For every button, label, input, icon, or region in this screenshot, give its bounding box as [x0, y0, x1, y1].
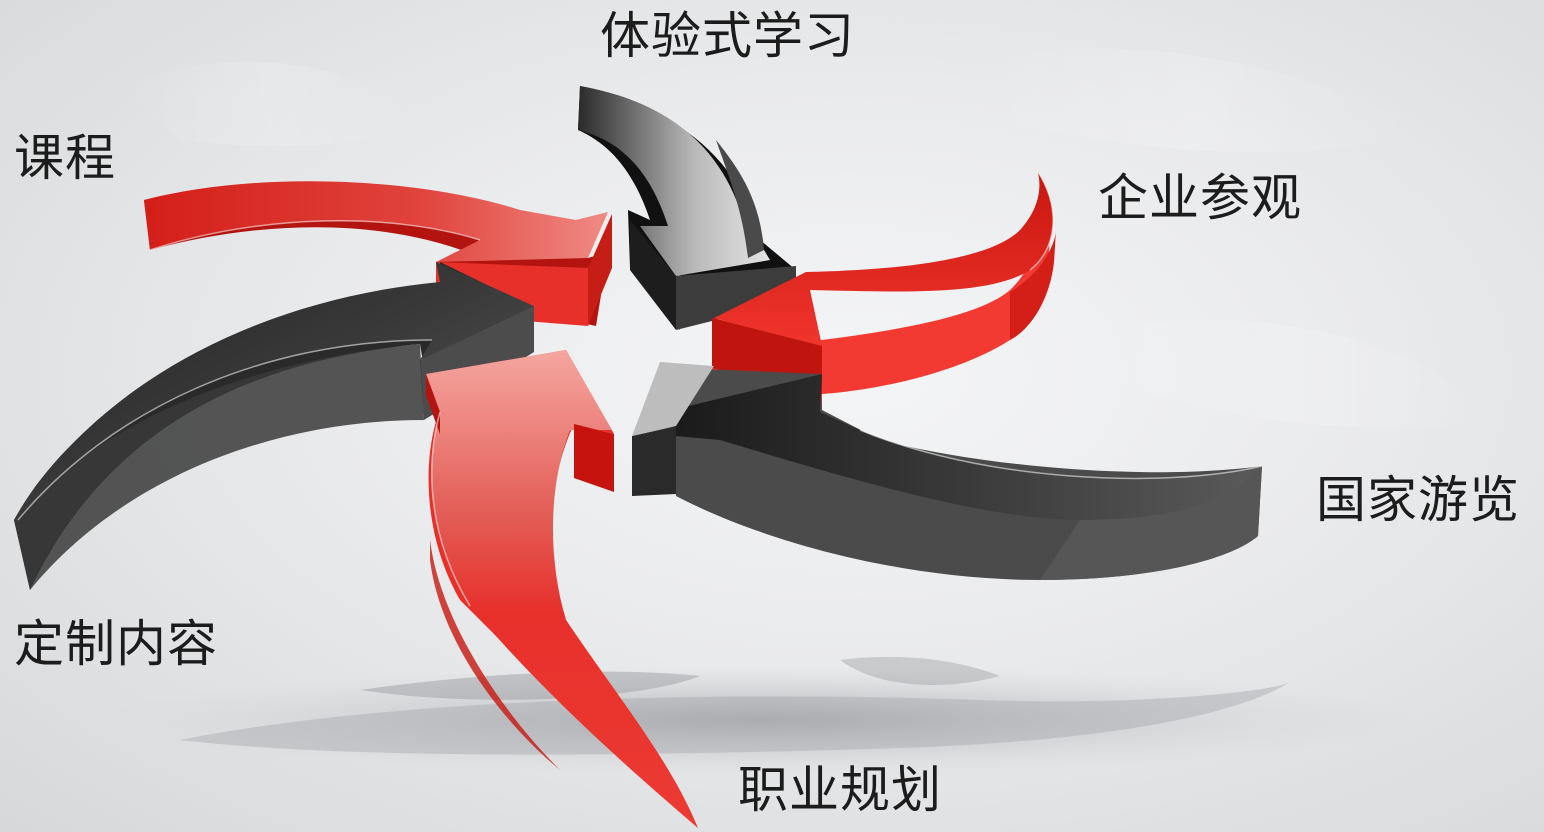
label-custom-content: 定制内容 — [14, 615, 218, 673]
floor-shadow — [100, 656, 1420, 775]
label-country-tours: 国家游览 — [1316, 471, 1520, 529]
label-courses: 课程 — [14, 129, 116, 187]
background-map-texture — [120, 48, 1500, 428]
arrow-bottom — [426, 350, 698, 828]
label-career-planning: 职业规划 — [738, 761, 942, 819]
arrow-lower-right — [632, 362, 1262, 580]
arrow-top — [578, 86, 796, 330]
label-experiential-learning: 体验式学习 — [600, 7, 855, 65]
label-company-visits: 企业参观 — [1098, 169, 1302, 227]
arrow-highlights — [17, 171, 1263, 607]
